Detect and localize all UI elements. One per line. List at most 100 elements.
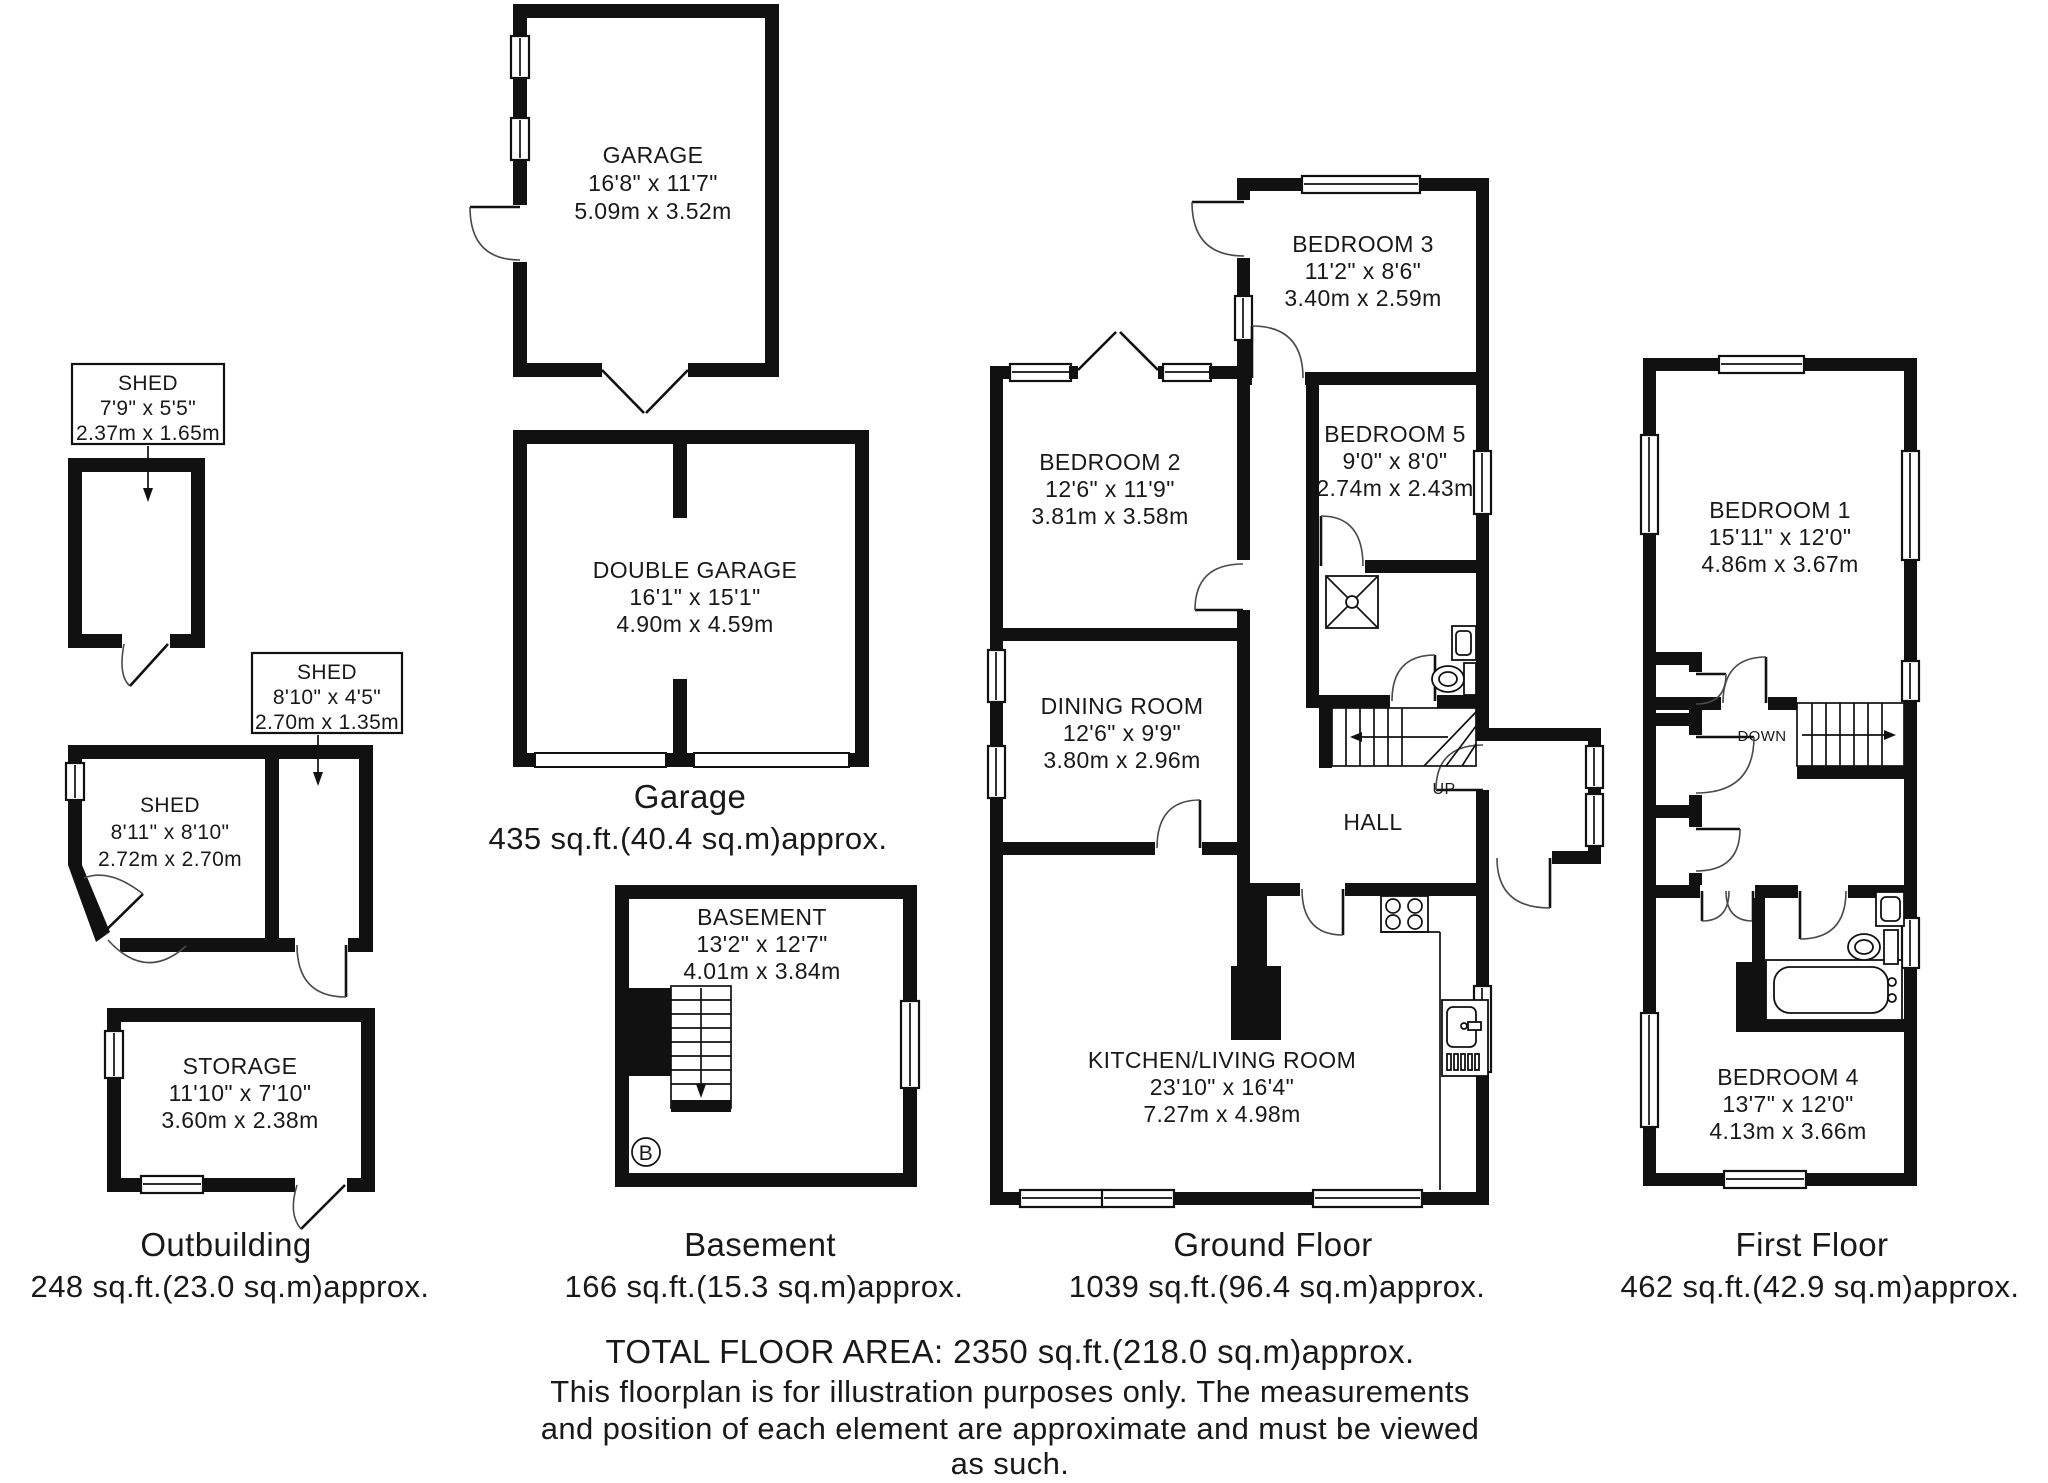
bathtub-icon: [1765, 959, 1903, 1021]
garage-name: GARAGE: [603, 142, 704, 168]
basement-imperial: 13'2" x 12'7": [696, 931, 827, 957]
bedroom5-name: BEDROOM 5: [1324, 421, 1466, 447]
door-arc: [1695, 827, 1741, 872]
outbuilding-floor-label: Outbuilding: [140, 1226, 311, 1263]
hall-name: HALL: [1343, 809, 1402, 835]
kitchen-name: KITCHEN/LIVING ROOM: [1088, 1047, 1356, 1073]
door-arc: [1496, 857, 1552, 909]
door-arc: [1798, 890, 1847, 940]
window: [1584, 744, 1605, 848]
storage-name: STORAGE: [183, 1053, 298, 1079]
outbuilding-floor-area: 248 sq.ft.(23.0 sq.m)approx.: [31, 1269, 430, 1304]
callout-arrow-icon: [143, 446, 153, 502]
double-garage-name: DOUBLE GARAGE: [593, 557, 798, 583]
first-floor-label: First Floor: [1736, 1226, 1889, 1263]
garage-metric: 5.09m x 3.52m: [574, 198, 731, 224]
door-arc: [1191, 200, 1245, 257]
svg-text:B: B: [639, 1142, 653, 1165]
dining-imperial: 12'6" x 9'9": [1063, 720, 1181, 746]
door-arc: [1319, 515, 1364, 567]
shed1-plan: SHED 7'9" x 5'5" 2.37m x 1.65m: [68, 362, 226, 687]
double-garage-metric: 4.90m x 4.59m: [616, 611, 773, 637]
first-floor-area: 462 sq.ft.(42.9 sq.m)approx.: [1621, 1269, 2020, 1304]
shower-icon: [1325, 575, 1379, 629]
window: [509, 34, 531, 162]
kitchen-metric: 7.27m x 4.98m: [1143, 1101, 1300, 1127]
bedroom1-metric: 4.86m x 3.67m: [1701, 551, 1858, 577]
storage-imperial: 11'10" x 7'10": [169, 1080, 312, 1106]
door-arc: [1156, 799, 1202, 849]
sink-icon: [1451, 625, 1477, 661]
french-door-icon: [1077, 331, 1159, 371]
disclaimer-line-1: This floorplan is for illustration purpo…: [550, 1374, 1470, 1409]
window: [1018, 1188, 1424, 1209]
basement-floor-label: Basement: [684, 1226, 836, 1263]
garage-door: [534, 752, 667, 768]
door-arc: [292, 1184, 346, 1230]
window: [986, 648, 1007, 800]
door-arc: [1391, 654, 1437, 702]
bedroom3-name: BEDROOM 3: [1292, 231, 1434, 257]
window: [103, 1029, 205, 1195]
shed2-name: SHED: [297, 661, 357, 684]
bedroom2-metric: 3.81m x 3.58m: [1031, 503, 1188, 529]
garage-door: [693, 752, 850, 768]
shed3-metric: 2.72m x 2.70m: [98, 848, 242, 871]
bedroom4-name: BEDROOM 4: [1717, 1064, 1859, 1090]
door-arc: [469, 205, 521, 261]
up-label: UP: [1432, 781, 1455, 798]
ground-floor-area: 1039 sq.ft.(96.4 sq.m)approx.: [1069, 1269, 1486, 1304]
bedroom3-metric: 3.40m x 2.59m: [1284, 285, 1441, 311]
stairs-up: UP: [1319, 707, 1477, 798]
kitchen-sink-icon: [1441, 999, 1489, 1077]
door-arc: [1250, 325, 1304, 379]
garage-floor-label: Garage: [634, 778, 746, 815]
shed2-callout-box: [250, 651, 404, 735]
double-garage-imperial: 16'1" x 15'1": [629, 584, 760, 610]
dining-name: DINING ROOM: [1041, 693, 1204, 719]
disclaimer-line-3: as such.: [951, 1446, 1070, 1481]
chimney-breast: [1237, 896, 1267, 966]
footer: TOTAL FLOOR AREA: 2350 sq.ft.(218.0 sq.m…: [541, 1333, 1480, 1481]
bedroom2-name: BEDROOM 2: [1039, 449, 1181, 475]
shed1-name: SHED: [118, 372, 178, 395]
ground-floor-plan: BEDROOM 3 11'2" x 8'6" 3.40m x 2.59m: [986, 174, 1605, 1209]
bedroom1-name: BEDROOM 1: [1709, 497, 1851, 523]
door-arc: [296, 944, 348, 998]
kitchen-counter: [1381, 931, 1441, 1190]
shed2-metric: 2.70m x 1.35m: [255, 711, 399, 734]
dining-metric: 3.80m x 2.96m: [1043, 747, 1200, 773]
door-arc: [1301, 888, 1345, 936]
door-arc: [1194, 563, 1244, 612]
toilet-icon: [1847, 929, 1899, 965]
basement-name: BASEMENT: [697, 904, 827, 930]
stove-icon: [1380, 895, 1429, 933]
double-door-arc: [1700, 890, 1755, 922]
shed3-name: SHED: [140, 794, 200, 817]
bedroom5-metric: 2.74m x 2.43m: [1316, 475, 1473, 501]
shed3-imperial: 8'11" x 8'10": [111, 821, 230, 844]
double-garage-plan: DOUBLE GARAGE 16'1" x 15'1" 4.90m x 4.59…: [513, 430, 869, 768]
window: [1639, 433, 1660, 1129]
garage-imperial: 16'8" x 11'7": [588, 170, 718, 196]
garage-plan: GARAGE 16'8" x 11'7" 5.09m x 3.52m: [469, 4, 779, 414]
circled-b-marker: B: [631, 1137, 661, 1167]
door-arc: [121, 643, 169, 687]
bedroom4-imperial: 13'7" x 12'0": [1722, 1091, 1853, 1117]
disclaimer-line-2: and position of each element are approxi…: [541, 1411, 1480, 1446]
bedroom5-imperial: 9'0" x 8'0": [1343, 448, 1448, 474]
storage-metric: 3.60m x 2.38m: [161, 1107, 318, 1133]
garage-floor-area: 435 sq.ft.(40.4 sq.m)approx.: [489, 821, 888, 856]
first-floor-plan: DOWN: [1639, 354, 1921, 1190]
shed1-imperial: 7'9" x 5'5": [100, 397, 196, 420]
toilet-icon: [1431, 662, 1477, 696]
basement-plan: B BASEMENT 13'2" x 12'7" 4.01m x 3.84m: [615, 885, 921, 1187]
shed1-metric: 2.37m x 1.65m: [76, 422, 220, 445]
garage-door-icon: [601, 369, 689, 414]
closet-walls: [1656, 652, 1702, 885]
bedroom4-metric: 4.13m x 3.66m: [1709, 1118, 1866, 1144]
kitchen-imperial: 23'10" x 16'4": [1150, 1074, 1295, 1100]
total-floor-area: TOTAL FLOOR AREA: 2350 sq.ft.(218.0 sq.m…: [605, 1333, 1414, 1370]
